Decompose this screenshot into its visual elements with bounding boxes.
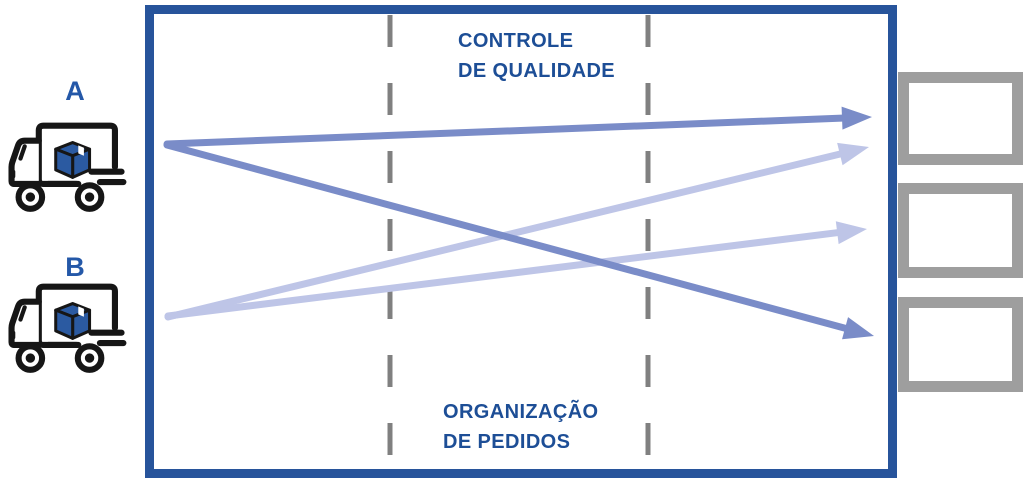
shelf-1 [898, 72, 1023, 165]
shelf-3 [898, 297, 1023, 392]
parcel-icon [54, 302, 92, 340]
truck-a-label: A [65, 76, 85, 106]
truck-a-bumper [8, 169, 16, 179]
zone-quality-line1: CONTROLE [458, 30, 574, 52]
truck-b-label: B [65, 252, 85, 282]
facility-box [145, 5, 897, 478]
zone-orders-line1: ORGANIZAÇÃO [443, 401, 599, 423]
delivery-truck-b-icon [8, 283, 127, 373]
truck-a-wheels [15, 182, 105, 212]
truck-b-bumper [8, 330, 16, 340]
parcel-icon [54, 141, 92, 179]
zone-quality-line2: DE QUALIDADE [458, 60, 616, 82]
zone-orders-line2: DE PEDIDOS [443, 431, 571, 453]
shelf-2 [898, 183, 1023, 278]
delivery-truck-a-icon [8, 122, 127, 212]
zone-label-order-organization: ORGANIZAÇÃO DE PEDIDOS [443, 397, 599, 457]
truck-b-wheels [15, 343, 105, 373]
zone-label-quality-control: CONTROLE DE QUALIDADE [458, 26, 615, 86]
